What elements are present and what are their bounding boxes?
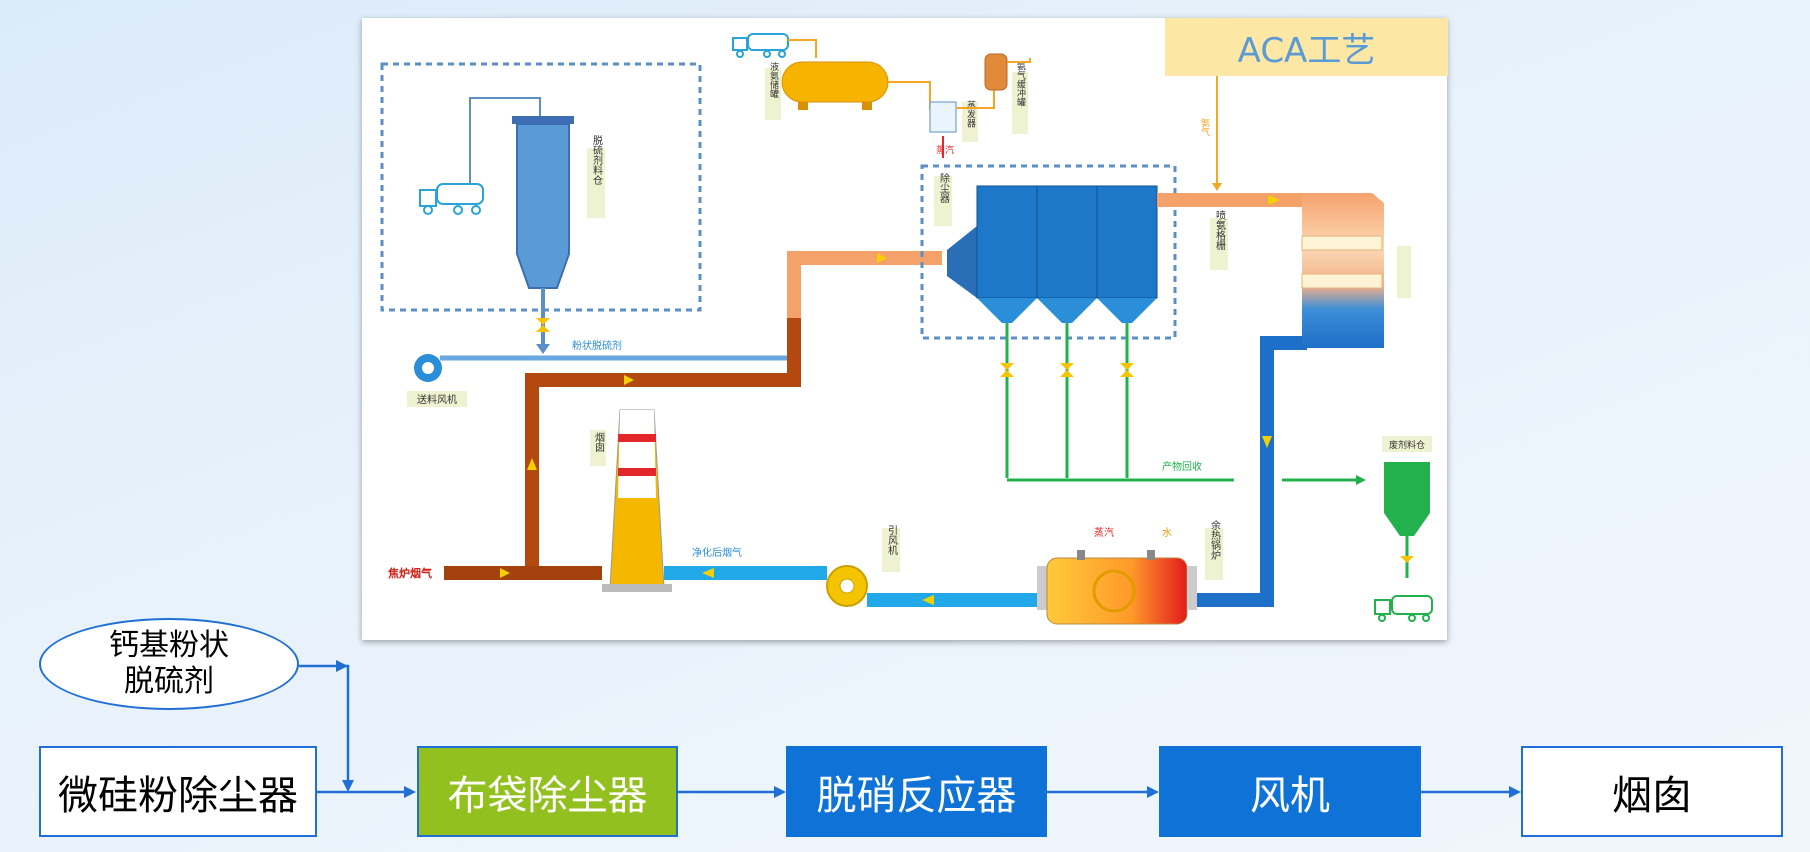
boiler-nozzle bbox=[1077, 550, 1085, 560]
ammonia-tank-label: 液氨储罐 bbox=[768, 61, 779, 99]
reactor-body bbox=[1302, 193, 1384, 348]
collector-inlet bbox=[947, 226, 977, 298]
step-fan: 风机 bbox=[1159, 746, 1421, 837]
ammonia-line bbox=[1007, 58, 1031, 63]
step-chimney: 烟囱 bbox=[1521, 746, 1783, 837]
feed-fan-label: 送料风机 bbox=[417, 393, 457, 406]
arrow-icon bbox=[527, 458, 537, 470]
arrow-icon bbox=[774, 786, 786, 798]
steam-top-label: 蒸汽 bbox=[936, 144, 954, 156]
ammonia-line bbox=[788, 39, 817, 58]
chimney-base bbox=[602, 584, 672, 592]
arrow-icon bbox=[404, 786, 416, 798]
input-line-1: 钙基粉状 bbox=[109, 628, 229, 663]
boiler-label-bg bbox=[1205, 528, 1223, 580]
dust-collector-label-bg bbox=[934, 176, 952, 226]
valve-icons bbox=[1000, 363, 1134, 377]
valve-icon bbox=[1400, 556, 1414, 563]
induced-fan-label-bg bbox=[882, 528, 900, 572]
input-line-2: 脱硫剂 bbox=[124, 664, 214, 699]
tank-label-bg bbox=[765, 68, 781, 120]
step-bag-filter: 布袋除尘器 bbox=[417, 746, 678, 837]
buffer-tank bbox=[984, 53, 1008, 91]
valve-icon bbox=[536, 325, 550, 332]
coke-gas-label: 焦炉烟气 bbox=[387, 566, 432, 580]
tank-leg bbox=[798, 102, 808, 110]
arrow-icon bbox=[500, 568, 510, 578]
buffer-tank-label: 氨气缓冲罐 bbox=[1015, 60, 1026, 107]
waste-truck-icon bbox=[1374, 595, 1433, 622]
dust-collector-label: 除尘器 bbox=[938, 172, 950, 204]
collector-drains bbox=[1005, 323, 1234, 482]
reactor-outlet-duct bbox=[1197, 336, 1307, 607]
ammonia-truck-icon bbox=[732, 33, 789, 58]
silo-label-bg bbox=[587, 148, 605, 218]
arrow-icon bbox=[1356, 475, 1366, 485]
arrow-icon bbox=[1509, 786, 1521, 798]
arrow-icon bbox=[1212, 183, 1222, 191]
powder-label: 粉状脱硫剂 bbox=[572, 339, 622, 352]
product-recovery-label: 产物回收 bbox=[1162, 460, 1202, 473]
arrow-icon bbox=[342, 780, 354, 792]
grid-label-bg bbox=[1210, 218, 1228, 270]
valve-icon bbox=[536, 318, 550, 325]
feed-fan-hub bbox=[422, 362, 434, 374]
chimney-stripe bbox=[618, 468, 656, 476]
arrow-icon bbox=[1262, 436, 1272, 448]
page-title: ACA工艺 bbox=[1165, 18, 1448, 76]
evaporator-label-bg bbox=[962, 102, 978, 142]
arrow-icon bbox=[1268, 195, 1280, 205]
silo-dashed-box bbox=[380, 62, 702, 312]
truck-icon bbox=[419, 183, 484, 215]
filter-chambers bbox=[976, 185, 1158, 323]
boiler-label: 余热锅炉 bbox=[1209, 519, 1221, 561]
ammonia-gas-label: 氨气 bbox=[1199, 117, 1210, 136]
catalyst-layer bbox=[1301, 273, 1383, 289]
reactor-label-bg bbox=[1397, 246, 1411, 298]
dust-collector-box bbox=[920, 164, 1177, 340]
boiler-steam-label: 蒸汽 bbox=[1094, 526, 1114, 539]
ammonia-grid-label: 喷氨格栅 bbox=[1214, 210, 1226, 251]
induced-fan-label: 引风机 bbox=[886, 525, 898, 556]
evaporator-icon bbox=[929, 101, 957, 133]
ammonia-line bbox=[956, 88, 995, 109]
arrow-icon bbox=[702, 568, 714, 578]
arrow-icon bbox=[877, 253, 887, 263]
step-denitration-reactor: 脱硝反应器 bbox=[786, 746, 1047, 837]
silo-feed-line bbox=[469, 97, 541, 184]
catalyst-layer bbox=[1301, 235, 1383, 251]
desulfurizer-input: 钙基粉状 脱硫剂 bbox=[39, 618, 299, 710]
tank-leg bbox=[862, 102, 872, 110]
arrow-icon bbox=[1147, 786, 1159, 798]
silo-body bbox=[516, 123, 570, 289]
silo-cap bbox=[512, 116, 574, 124]
waste-silo-label-bg bbox=[1382, 436, 1432, 452]
ammonia-line bbox=[888, 81, 931, 110]
arrow-icon bbox=[922, 595, 934, 605]
step-silica-dust-collector: 微硅粉除尘器 bbox=[39, 746, 317, 837]
boiler-nozzle bbox=[1147, 550, 1155, 560]
chimney-label: 烟囱 bbox=[593, 431, 605, 452]
evaporator-label: 蒸发器 bbox=[965, 99, 976, 127]
feed-fan-label-bg bbox=[407, 391, 467, 407]
chimney-stripe bbox=[618, 434, 656, 442]
boiler-flange bbox=[1037, 566, 1047, 610]
arrow-icon bbox=[336, 660, 348, 672]
waste-silo-label: 废剂料仓 bbox=[1389, 439, 1425, 451]
process-schematic-svg: 脱硫剂料仓 粉状脱硫剂 送料风机 焦炉烟气 烟囱 净化后烟气 引风机 蒸汽 水 … bbox=[380, 33, 1433, 625]
waste-silo-body bbox=[1384, 462, 1430, 536]
clean-gas-label: 净化后烟气 bbox=[692, 546, 742, 559]
boiler-flange bbox=[1187, 566, 1197, 610]
flue-gas-duct-upper bbox=[787, 251, 942, 318]
arrow-icon bbox=[624, 375, 634, 385]
chimney-label-bg bbox=[590, 430, 606, 466]
water-label: 水 bbox=[1162, 527, 1172, 539]
process-schematic: 脱硫剂料仓 粉状脱硫剂 送料风机 焦炉烟气 烟囱 净化后烟气 引风机 蒸汽 水 … bbox=[362, 18, 1447, 640]
arrow-icon bbox=[536, 344, 550, 354]
boiler-symbol bbox=[1092, 569, 1136, 613]
silo-label: 脱硫剂料仓 bbox=[591, 134, 603, 185]
buffer-label-bg bbox=[1012, 72, 1028, 134]
induced-fan-hub bbox=[839, 578, 855, 594]
